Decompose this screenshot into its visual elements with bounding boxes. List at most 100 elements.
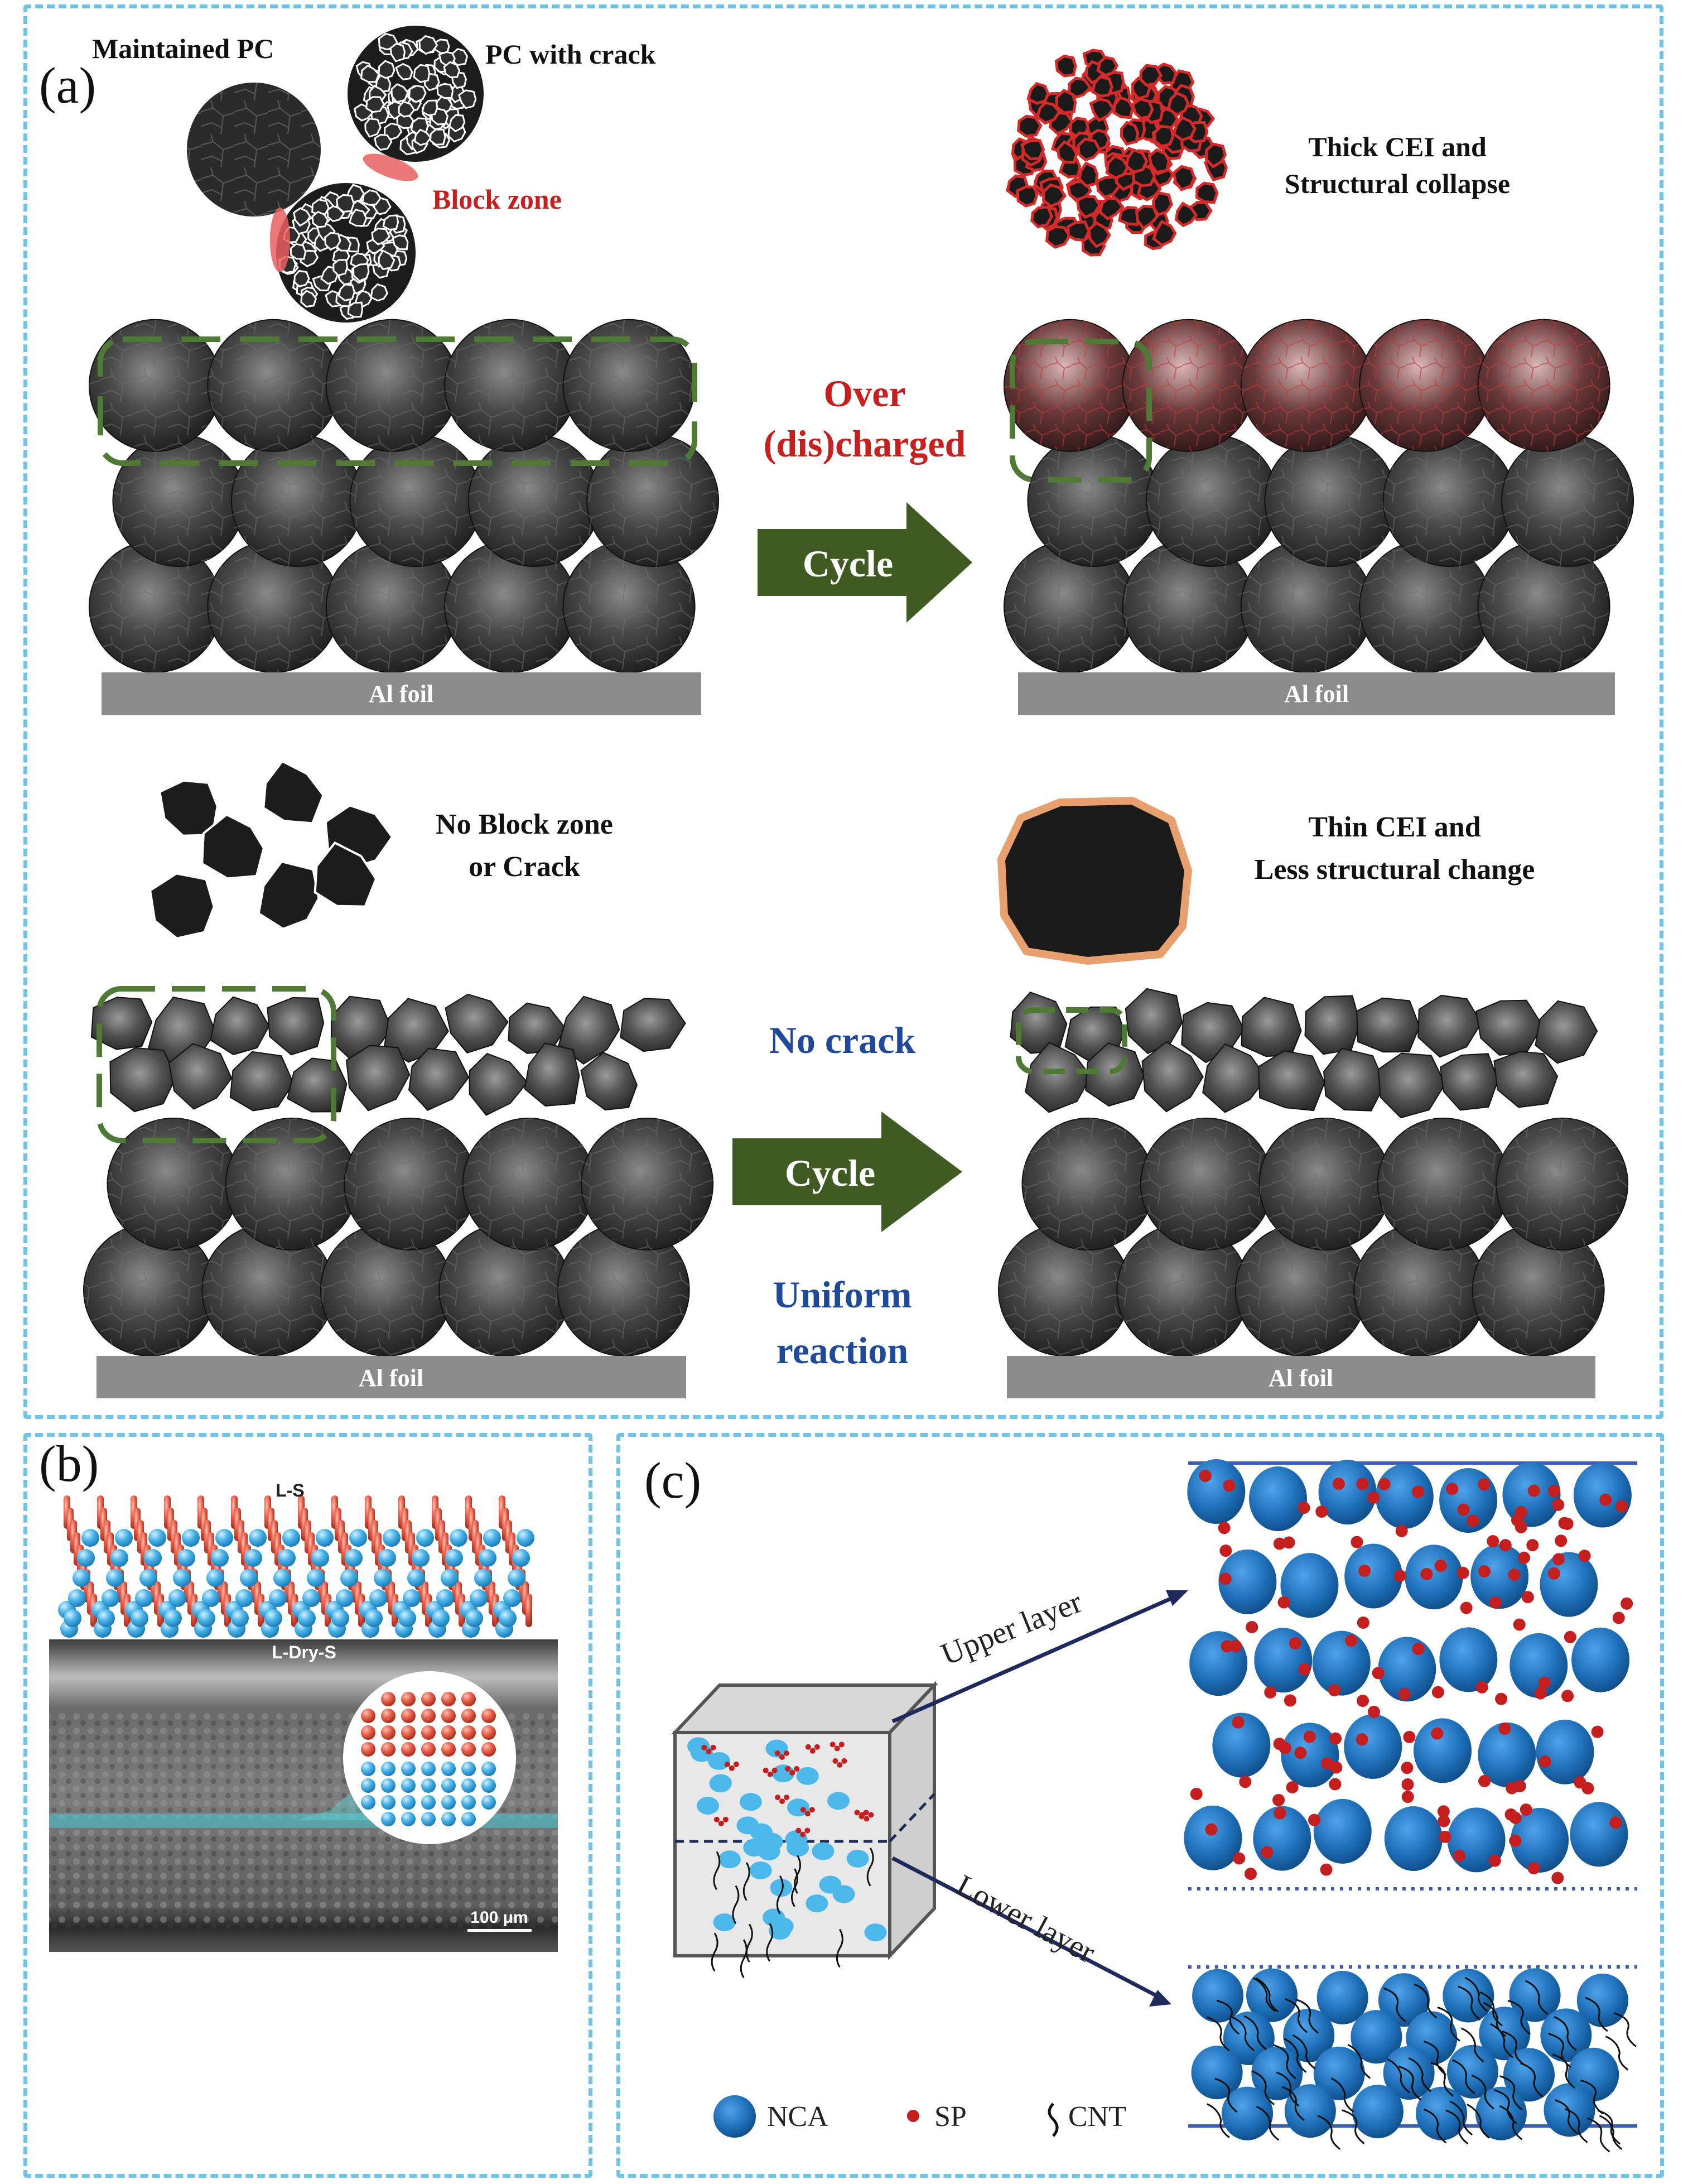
upper-nca-particle (1254, 1628, 1313, 1693)
lower-cnt-line (1501, 2030, 1525, 2066)
cube-sp-dot (800, 1831, 806, 1837)
upper-sp-dot (1277, 1596, 1290, 1609)
lower-cnt-line (1252, 1977, 1276, 2012)
upper-sp-dot (1286, 1781, 1299, 1794)
upper-nca-particle (1384, 1806, 1443, 1872)
upper-sp-dot (1372, 1667, 1385, 1680)
poly-particle (580, 1052, 638, 1111)
lower-layer-arrowhead (1149, 1990, 1171, 2007)
grain (1172, 116, 1197, 142)
no-block-line-1: No Block zone (436, 809, 613, 840)
upper-sp-dot (1551, 1872, 1564, 1884)
ls-blue-ball (517, 1529, 534, 1547)
ls-blue-ball (249, 1529, 267, 1547)
grain (293, 270, 310, 287)
sphere-texture (439, 1224, 571, 1356)
cube-nca-dot (708, 1752, 731, 1771)
ls-blue-ball (302, 1589, 320, 1607)
grain (374, 133, 393, 151)
block-zone-label: Block zone (432, 184, 562, 215)
ls-blue-ball (331, 1609, 349, 1627)
lower-nca-particle (1351, 2010, 1402, 2064)
lower-nca-particle (1284, 2084, 1336, 2138)
cube-sp-dot (718, 1820, 724, 1826)
cube-sp-dot (837, 1762, 843, 1768)
upper-sp-dot (1547, 1567, 1560, 1580)
ls-blue-ball (508, 1569, 525, 1587)
over-discharged-label: Over (dis)charged (742, 368, 987, 469)
sphere-texture (462, 1118, 595, 1250)
cube-nca-dot (713, 1913, 736, 1932)
grain (371, 227, 391, 246)
lower-cnt-line (1464, 1976, 1488, 2012)
sphere-texture (581, 1118, 713, 1250)
sphere-texture (350, 435, 482, 566)
poly-particle (1417, 994, 1482, 1058)
sphere-texture (1140, 1118, 1272, 1250)
thick-cei-label: Thick CEI and Structural collapse (1216, 128, 1579, 202)
upper-nca-particle (1344, 1543, 1403, 1609)
ls-blue-ball (240, 1569, 258, 1587)
cube-sp-dot (763, 1767, 769, 1773)
upper-layer-label: Upper layer (936, 1585, 1087, 1672)
lower-nca-particle (1443, 1969, 1494, 2023)
thick-cei-grains (1006, 49, 1228, 257)
ls-blue-ball (278, 1549, 296, 1567)
grain (364, 118, 382, 138)
poly-particle (1241, 997, 1302, 1057)
cube-sp-dot (795, 1827, 802, 1834)
upper-nca-particle (1375, 1464, 1434, 1529)
cube-sp-dot (785, 1766, 791, 1772)
lower-cnt-line (1499, 2075, 1523, 2110)
upper-sp-dot (1538, 1676, 1551, 1689)
sphere-texture (1496, 1118, 1628, 1250)
cube-sp-dot (713, 1816, 720, 1822)
upper-sp-dot (1513, 1618, 1526, 1631)
cube-sp-dot (729, 1765, 735, 1771)
sphere-texture (231, 435, 363, 566)
ls-blue-ball (445, 1549, 463, 1567)
upper-sp-dot (1190, 1787, 1203, 1800)
ls-blue-ball (483, 1529, 501, 1547)
poly-particle (445, 993, 509, 1053)
sphere-texture (557, 1224, 689, 1356)
upper-sp-dot (1401, 1791, 1414, 1803)
cube-nca-dot (796, 1767, 819, 1785)
upper-nca-particle (1313, 1798, 1372, 1864)
grain (1087, 221, 1111, 248)
ls-blue-ball (115, 1529, 133, 1547)
upper-sp-dot (1395, 1524, 1408, 1537)
poly-particle (469, 1052, 528, 1116)
lower-cnt-line (1256, 2105, 1280, 2141)
sphere-texture (1241, 319, 1373, 451)
cube-cnt-line (745, 1923, 753, 1963)
lower-cnt-line (1565, 2108, 1588, 2143)
pc-with-crack-label: PC with crack (485, 39, 656, 70)
electrode-stack-bottom-right (998, 988, 1629, 1356)
ls-blue-ball (68, 1589, 86, 1607)
inset-red-ball (381, 1692, 396, 1706)
ls-blue-ball (407, 1569, 425, 1587)
upper-sp-dot (1431, 1686, 1444, 1699)
grain (1135, 204, 1159, 230)
legend-sp-symbol (907, 2110, 919, 2122)
ls-blue-ball (211, 1549, 229, 1567)
inset-red-ball (441, 1742, 456, 1757)
lower-cnt-line (1408, 2057, 1432, 2092)
upper-sp-dot (1351, 1536, 1363, 1548)
grain (347, 301, 364, 318)
ls-blue-ball (298, 1609, 316, 1627)
upper-nca-particle (1249, 1466, 1308, 1532)
upper-sp-dot (1357, 1695, 1369, 1707)
sphere-texture (1359, 541, 1492, 672)
lower-cnt-line (1347, 2043, 1371, 2079)
upper-sp-dot (1467, 1514, 1479, 1527)
sphere-texture (1235, 1224, 1367, 1356)
ls-blue-ball (465, 1609, 483, 1627)
ls-blue-ball (144, 1549, 162, 1567)
upper-sp-dot (1591, 1725, 1604, 1738)
grain (1152, 219, 1177, 247)
grain (332, 259, 348, 277)
upper-sp-dot (1487, 1535, 1499, 1548)
upper-layer-arrowhead (1166, 1590, 1188, 1606)
